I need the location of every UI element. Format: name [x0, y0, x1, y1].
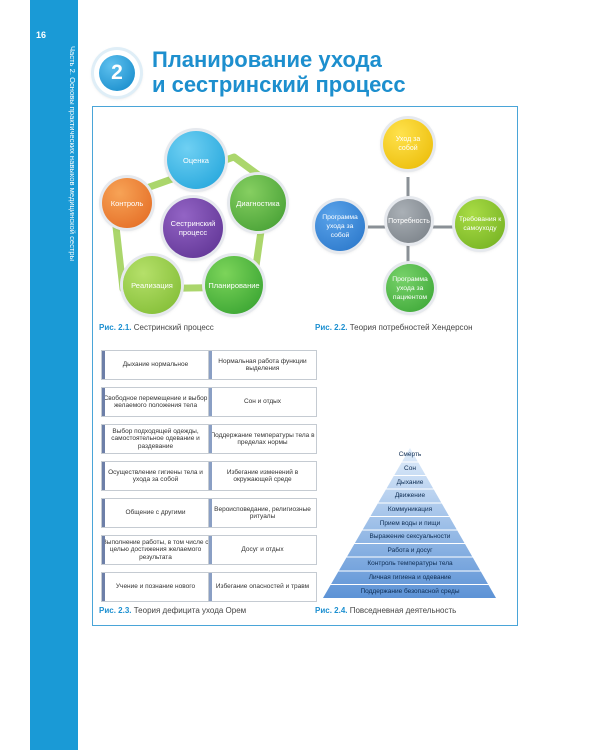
node-diagnostika: Диагностика — [230, 175, 286, 231]
pyramid-tier: Поддержание безопасной среды — [360, 587, 460, 595]
node-center-potrebnost: Потребность — [387, 199, 431, 243]
page-number: 16 — [36, 30, 47, 40]
sidebar-strip — [30, 0, 78, 750]
fig4-caption: Рис. 2.4. Повседневная деятельность — [315, 606, 457, 615]
orem-item: Вероисповедание, религиозные ритуалы — [208, 498, 317, 528]
pyramid-tier: Дыхание — [396, 478, 424, 486]
pyramid-tier: Коммуникация — [387, 506, 433, 514]
node-kontrol: Контроль — [102, 178, 152, 228]
chapter-badge: 2 — [94, 50, 140, 96]
pyramid-tier: Работа и досуг — [387, 546, 433, 554]
chapter-title-line1: Планирование ухода — [152, 47, 382, 72]
node-programma-pacient: Программа ухода за пациентом — [386, 264, 434, 312]
chapter-number: 2 — [99, 55, 135, 91]
orem-item: Нормальная работа функции выделения — [208, 350, 317, 380]
orem-item: Общение с другими — [101, 498, 210, 528]
node-uhod: Уход за собой — [383, 119, 433, 169]
orem-item: Дыхание нормальное — [101, 350, 210, 380]
node-trebovaniya: Требования к самоуходу — [455, 199, 505, 249]
node-realizaciya: Реализация — [123, 256, 181, 314]
orem-item: Сон и отдых — [208, 387, 317, 417]
pyramid-tier: Выражение сексуальности — [369, 533, 451, 541]
figures-panel: Оценка Диагностика Планирование Реализац… — [92, 106, 518, 626]
orem-item: Поддержание температуры тела в пределах … — [208, 424, 317, 454]
pyramid-tier: Движение — [394, 492, 426, 500]
pyramid-tier: Сон — [404, 465, 416, 473]
pyramid-shape — [323, 448, 496, 598]
orem-item: Избегание опасностей и травм — [208, 572, 317, 602]
orem-item: Учение и познание нового — [101, 572, 210, 602]
fig1-caption: Рис. 2.1. Сестринский процесс — [99, 323, 214, 332]
orem-item: Свободное перемещение и выбор желаемого … — [101, 387, 210, 417]
node-programma-sebya: Программа ухода за собой — [315, 201, 365, 251]
node-ocenka: Оценка — [167, 131, 225, 189]
orem-item: Осуществление гигиены тела и ухода за со… — [101, 461, 210, 491]
running-header: Часть 2. Основы практических навыков мед… — [68, 46, 77, 262]
fig2-caption: Рис. 2.2. Теория потребностей Хендерсон — [315, 323, 473, 332]
chapter-title-line2: и сестринский процесс — [152, 72, 406, 97]
node-center-process: Сестринский процесс — [163, 198, 223, 258]
pyramid-tier: Прием воды и пищи — [379, 519, 441, 527]
pyramid-tier: Смерть — [398, 451, 422, 459]
pyramid-tier: Личная гигиена и одевание — [368, 574, 452, 582]
orem-item: Досуг и отдых — [208, 535, 317, 565]
node-planirovanie: Планирование — [205, 256, 263, 314]
orem-item: Выполнение работы, в том числе с целью д… — [101, 535, 210, 565]
fig3-caption: Рис. 2.3. Теория дефицита ухода Орем — [99, 606, 247, 615]
pyramid-tier: Контроль температуры тела — [367, 560, 453, 568]
orem-item: Избегание изменений в окружающей среде — [208, 461, 317, 491]
chapter-title: Планирование ухода и сестринский процесс — [152, 47, 406, 97]
